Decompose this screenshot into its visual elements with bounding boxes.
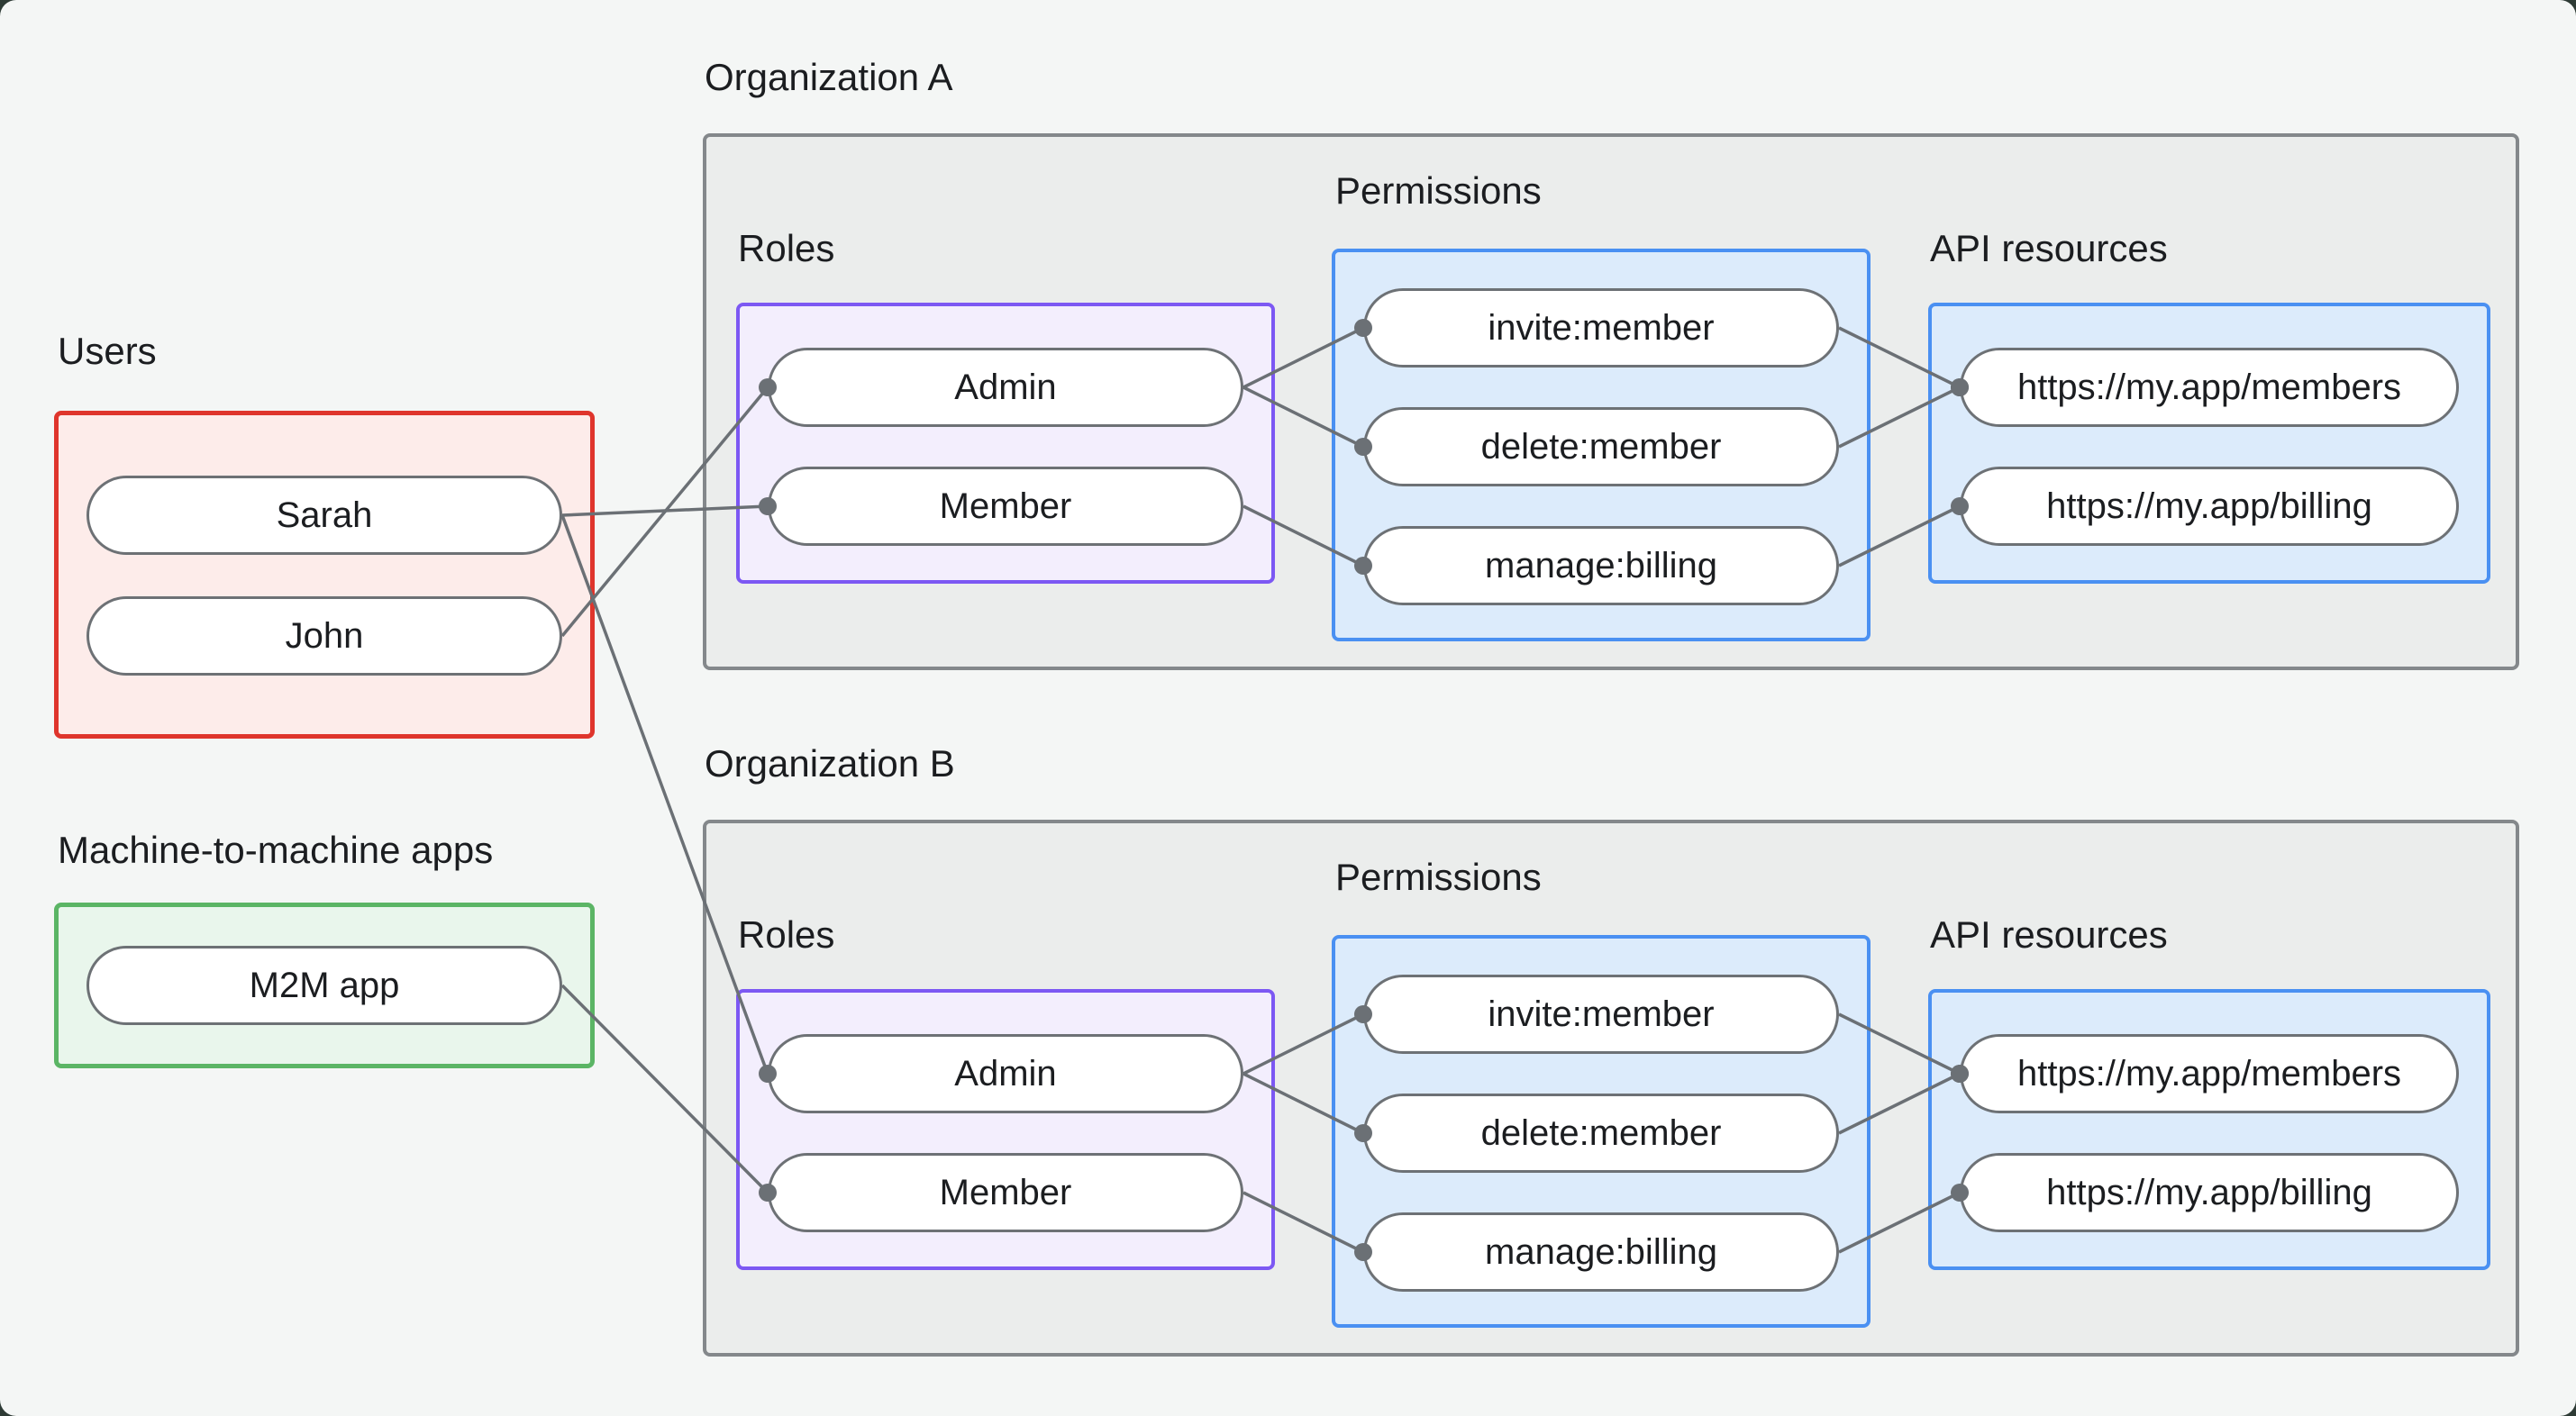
node-orgB_admin: Admin xyxy=(768,1034,1243,1113)
node-orgB_invite: invite:member xyxy=(1363,975,1839,1054)
node-orgA_invite: invite:member xyxy=(1363,288,1839,368)
org-a-roles-label: Roles xyxy=(738,227,835,269)
organization-b-title: Organization B xyxy=(705,742,955,785)
node-orgA_members_api: https://my.app/members xyxy=(1960,348,2459,427)
organization-a-title: Organization A xyxy=(705,56,953,98)
node-orgA_member: Member xyxy=(768,467,1243,546)
node-m2m_app: M2M app xyxy=(86,946,562,1025)
users-label: Users xyxy=(58,330,157,372)
node-orgB_member: Member xyxy=(768,1153,1243,1232)
node-sarah: Sarah xyxy=(86,476,562,555)
node-orgB_billing_api: https://my.app/billing xyxy=(1960,1153,2459,1232)
node-orgB_delete: delete:member xyxy=(1363,1094,1839,1173)
node-orgA_admin: Admin xyxy=(768,348,1243,427)
org-a-permissions-label: Permissions xyxy=(1335,169,1542,212)
org-b-permissions-label: Permissions xyxy=(1335,856,1542,898)
users-group-box xyxy=(54,411,595,739)
node-orgB_manage: manage:billing xyxy=(1363,1212,1839,1292)
org-b-api-resources-label: API resources xyxy=(1930,913,2168,956)
node-john: John xyxy=(86,596,562,676)
org-a-api-resources-label: API resources xyxy=(1930,227,2168,269)
node-orgA_delete: delete:member xyxy=(1363,407,1839,486)
node-orgA_manage: manage:billing xyxy=(1363,526,1839,605)
org-b-roles-label: Roles xyxy=(738,913,835,956)
m2m-apps-label: Machine-to-machine apps xyxy=(58,829,494,871)
node-orgA_billing_api: https://my.app/billing xyxy=(1960,467,2459,546)
node-orgB_members_api: https://my.app/members xyxy=(1960,1034,2459,1113)
